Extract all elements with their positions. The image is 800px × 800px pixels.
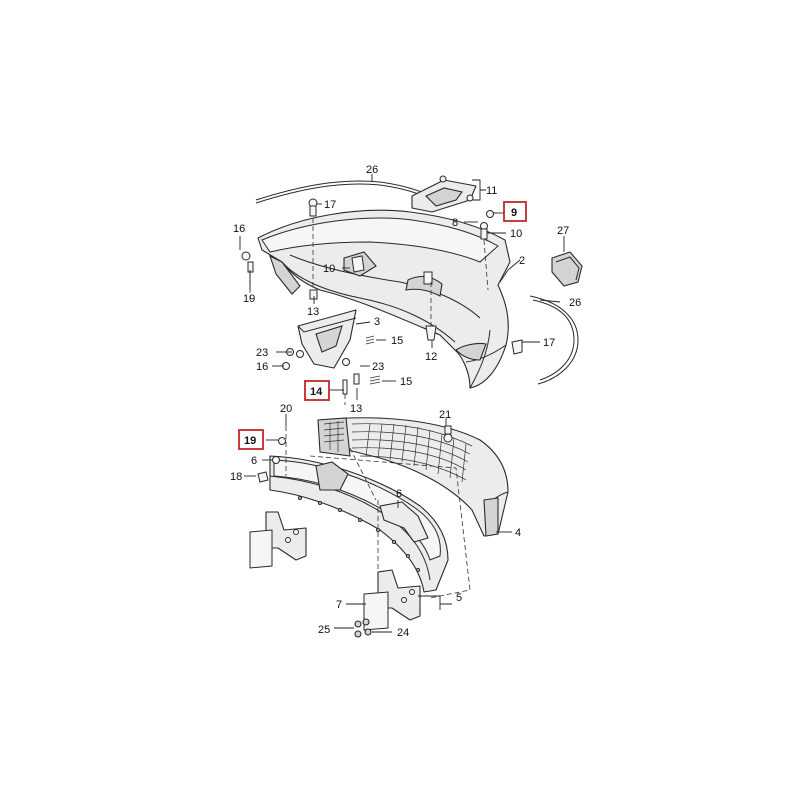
fasteners-fascia	[241, 198, 523, 355]
callout-10-right: 10	[510, 228, 522, 240]
callout-14: 14	[310, 386, 323, 398]
callout-17-top: 17	[324, 199, 336, 211]
callout-26-side: 26	[569, 297, 581, 309]
callout-12: 12	[425, 351, 437, 363]
callout-20: 20	[280, 403, 292, 415]
support-bracket	[379, 501, 429, 543]
highlight-box-19	[238, 429, 264, 450]
callout-23-right: 23	[372, 361, 384, 373]
callout-6-center: 6	[396, 488, 402, 500]
callout-11: 11	[486, 185, 497, 197]
callout-10-mid: 10	[323, 263, 335, 275]
callout-18: 18	[230, 471, 242, 483]
callout-15-bottom: 15	[400, 376, 412, 388]
callout-labels: 26 11 17 9 8 10 16 27 10 2 19 26 13 3 15…	[230, 164, 581, 639]
callout-15-top: 15	[391, 335, 403, 347]
callout-9: 9	[511, 207, 517, 219]
callout-8: 8	[452, 217, 458, 229]
highlight-box-9	[503, 201, 527, 222]
callout-23-left: 23	[256, 347, 268, 359]
callout-26-top: 26	[366, 164, 378, 176]
center-bracket-group	[282, 309, 381, 405]
leader-lines	[239, 174, 565, 633]
callout-7: 7	[336, 599, 342, 611]
callout-19-highlighted: 19	[244, 435, 256, 447]
bumper-fascia	[257, 209, 511, 389]
reflector	[551, 251, 583, 287]
callout-27: 27	[557, 225, 569, 237]
beam-holes	[297, 495, 421, 573]
callout-24: 24	[397, 627, 409, 639]
callout-5: 5	[456, 592, 462, 604]
highlight-box-14	[304, 380, 330, 401]
callout-13-top: 13	[307, 306, 319, 318]
callout-25: 25	[318, 624, 330, 636]
callout-17-right: 17	[543, 337, 555, 349]
callout-21: 21	[439, 409, 451, 421]
side-moulding	[529, 295, 579, 385]
bumper-fascia-group	[241, 175, 583, 389]
beam-mount-brackets	[249, 500, 421, 638]
callout-19-left: 19	[243, 293, 255, 305]
energy-absorber-group	[257, 417, 509, 593]
callout-3: 3	[374, 316, 380, 328]
callout-16-mid: 16	[256, 361, 268, 373]
callout-2: 2	[519, 255, 525, 267]
callout-16-left: 16	[233, 223, 245, 235]
callout-4: 4	[515, 527, 521, 539]
callout-13-bottom: 13	[350, 403, 362, 415]
callout-6-left: 6	[251, 455, 257, 467]
